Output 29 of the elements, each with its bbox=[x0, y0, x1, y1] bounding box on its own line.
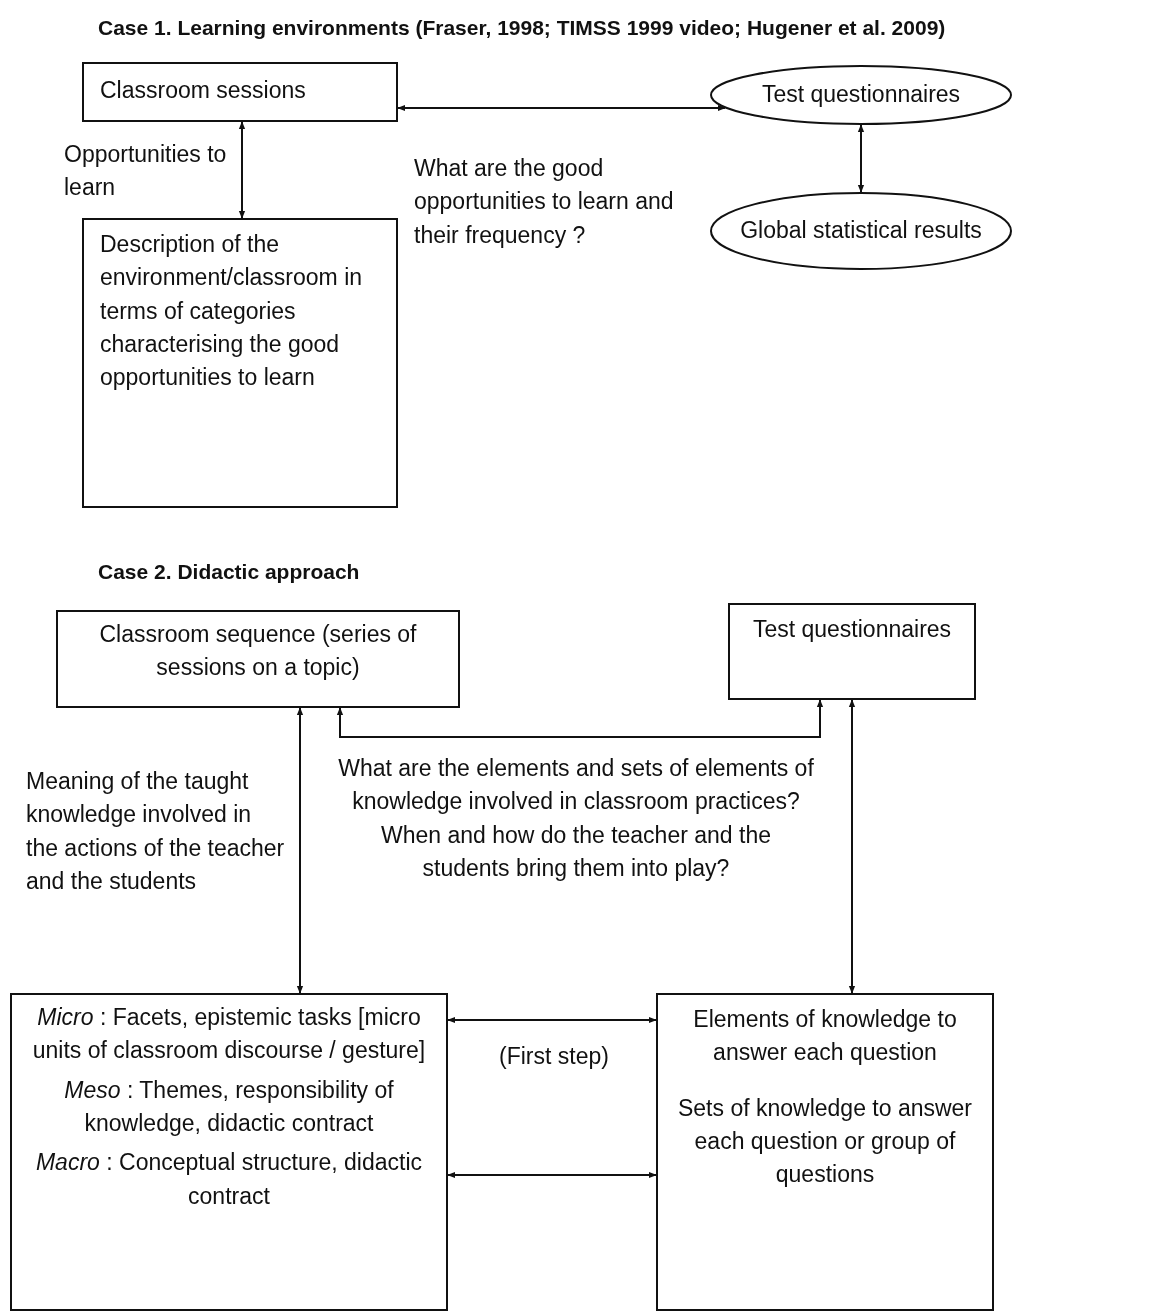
node-text: Micro : Facets, epistemic tasks [micro units of classroom discourse / gesture] bbox=[31, 1003, 427, 1066]
node-text: Macro : Conceptual structure, didactic contract bbox=[34, 1148, 424, 1211]
node-text: Test questionnaires bbox=[761, 80, 961, 110]
arrow bbox=[857, 124, 865, 193]
section-heading: Case 1. Learning environments (Fraser, 1998; TIMSS 1999 video; Hugener et al. 2009) bbox=[98, 16, 946, 40]
ellipse-node bbox=[710, 65, 1012, 125]
node-text: Test questionnaires bbox=[751, 615, 953, 644]
node-text: Elements of knowledge to answer each question bbox=[692, 1005, 958, 1068]
arrow bbox=[336, 699, 824, 738]
node-text: Global statistical results bbox=[740, 216, 982, 246]
arrow bbox=[447, 1016, 657, 1024]
node-text: Classroom sessions bbox=[100, 76, 307, 105]
node-text: Meso : Themes, responsibility of knowledge, didactic contract bbox=[63, 1075, 395, 1139]
process-box bbox=[56, 610, 460, 708]
process-box bbox=[82, 218, 398, 508]
arrow bbox=[397, 104, 726, 112]
node-text: Sets of knowledge to answer each question or group of questions bbox=[676, 1093, 974, 1190]
process-box bbox=[10, 993, 448, 1311]
process-box bbox=[728, 603, 976, 700]
node-text: Classroom sequence (series of sessions on a topic) bbox=[98, 620, 418, 683]
section-heading: Case 2. Didactic approach bbox=[98, 560, 360, 584]
arrow bbox=[848, 699, 856, 994]
arrow bbox=[296, 707, 304, 994]
node-text: Description of the environment/classroom in terms of categories characterising the good opportunities to learn bbox=[100, 230, 364, 393]
process-box bbox=[82, 62, 398, 122]
process-box bbox=[656, 993, 994, 1311]
arrow bbox=[238, 121, 246, 219]
ellipse-node bbox=[710, 192, 1012, 270]
arrow bbox=[447, 1171, 657, 1179]
